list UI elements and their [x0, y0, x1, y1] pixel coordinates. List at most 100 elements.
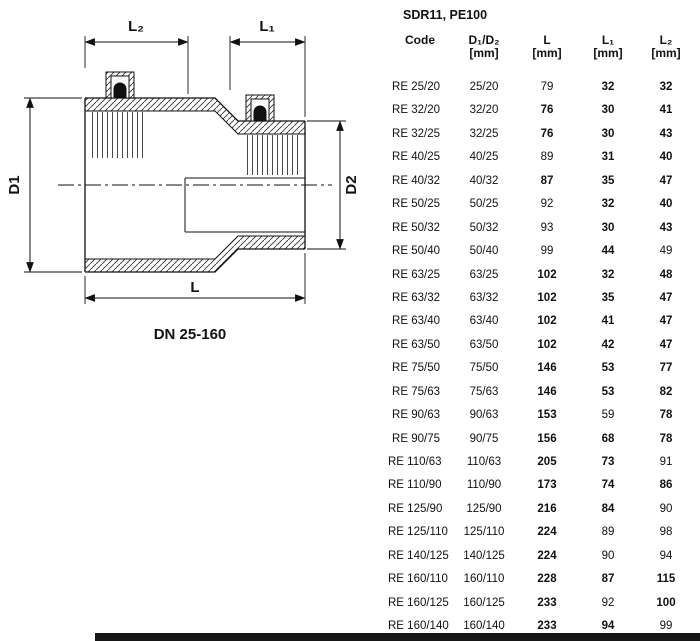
- cell-l1: 30: [601, 221, 615, 234]
- cell-l2: 98: [659, 526, 673, 539]
- cell-code: RE 75/63: [392, 385, 440, 398]
- cell-l: 228: [537, 573, 557, 586]
- cell-l: 146: [537, 362, 557, 375]
- cell-l1: 53: [601, 362, 615, 375]
- cell-l2: 49: [659, 245, 673, 258]
- cell-d1d2: 63/50: [469, 338, 499, 351]
- cell-l: 146: [537, 385, 557, 398]
- reducer-fitting-diagram: L₂ L₁ D1 D2: [0, 0, 392, 360]
- cell-l1: 35: [601, 174, 615, 187]
- cell-l2: 32: [659, 81, 673, 93]
- dim-l2-label: L₂: [128, 18, 144, 35]
- header-l: L [mm]: [516, 34, 578, 60]
- cell-l1: 41: [601, 315, 615, 328]
- cell-d1d2: 25/20: [469, 81, 499, 93]
- header-l2: L₂ [mm]: [638, 34, 694, 60]
- cell-d1d2: 32/25: [469, 127, 499, 140]
- cell-d1d2: 110/63: [466, 456, 502, 468]
- cell-l: 92: [540, 198, 554, 211]
- dim-l: L: [84, 253, 306, 304]
- cell-l: 233: [537, 596, 557, 609]
- header-l-label: L: [543, 33, 551, 47]
- cell-code: RE 75/50: [392, 362, 440, 375]
- cell-l2: 90: [659, 502, 673, 515]
- cell-code: RE 50/40: [392, 245, 440, 258]
- cell-l: 99: [540, 245, 554, 258]
- cell-l2: 40: [659, 151, 673, 164]
- cell-l2: 47: [659, 315, 673, 328]
- cell-l2: 78: [659, 409, 673, 422]
- header-l-unit: [mm]: [532, 46, 562, 60]
- dim-d1: D1: [6, 97, 82, 273]
- cell-d1d2: 110/90: [466, 479, 502, 492]
- cell-code: RE 63/25: [392, 268, 440, 281]
- cell-l2: 43: [659, 221, 673, 234]
- bore-step: [184, 177, 305, 233]
- cell-l1: 84: [601, 502, 615, 515]
- cell-code: RE 90/63: [392, 409, 440, 422]
- cell-code: RE 160/110: [388, 573, 448, 586]
- cell-l1: 30: [601, 104, 615, 117]
- cell-l: 102: [537, 291, 557, 304]
- cell-l2: 43: [659, 127, 673, 140]
- cell-d1d2: 50/25: [469, 198, 499, 211]
- cell-d1d2: 32/20: [469, 104, 499, 117]
- dim-l1-label: L₁: [259, 18, 274, 35]
- cell-l: 76: [540, 104, 554, 117]
- dim-d2-label: D2: [343, 175, 360, 194]
- cell-l2: 82: [659, 385, 673, 398]
- cell-l2: 77: [659, 362, 673, 375]
- cell-l: 224: [537, 526, 557, 539]
- cell-l: 79: [540, 81, 554, 93]
- cell-code: RE 25/20: [392, 81, 440, 93]
- spec-table: SDR11, PE100 Code D₁/D₂ [mm] L [mm] L₁ […: [388, 0, 700, 641]
- cell-l: 93: [540, 221, 554, 234]
- cell-l1: 89: [601, 526, 615, 539]
- cropped-bottom-bar: [95, 633, 700, 641]
- cell-code: RE 63/40: [392, 315, 440, 328]
- cell-l2: 91: [659, 456, 673, 468]
- dn-range-caption: DN 25-160: [154, 326, 227, 343]
- cell-l: 89: [540, 151, 554, 164]
- cell-code: RE 63/32: [392, 291, 440, 304]
- cell-l1: 30: [601, 127, 615, 140]
- cell-l1: 68: [601, 432, 615, 445]
- cell-d1d2: 50/32: [469, 221, 499, 234]
- header-l1-label: L₁: [601, 33, 615, 47]
- cell-l1: 90: [601, 549, 615, 562]
- cell-l2: 78: [659, 432, 673, 445]
- cell-l: 102: [537, 315, 557, 328]
- cell-l: 216: [537, 502, 557, 515]
- cell-code: RE 140/125: [388, 549, 449, 562]
- cell-l: 224: [537, 549, 557, 562]
- header-l1-unit: [mm]: [593, 46, 623, 60]
- cell-code: RE 110/90: [388, 479, 442, 492]
- cell-l1: 42: [601, 338, 615, 351]
- cell-l: 173: [537, 479, 557, 492]
- cell-l2: 99: [659, 620, 673, 633]
- cell-d1d2: 63/25: [469, 268, 499, 281]
- cell-l1: 32: [601, 81, 615, 93]
- cell-l: 76: [540, 127, 554, 140]
- cell-code: RE 50/25: [392, 198, 440, 211]
- header-d1d2: D₁/D₂ [mm]: [452, 34, 516, 60]
- cell-l2: 100: [656, 596, 676, 609]
- cell-code: RE 125/90: [388, 502, 443, 515]
- fusion-coil-right: [243, 135, 299, 175]
- cell-l: 87: [540, 174, 554, 187]
- cell-l1: 32: [601, 268, 615, 281]
- technical-drawing: L₂ L₁ D1 D2: [6, 18, 360, 343]
- cell-code: RE 40/25: [392, 151, 440, 164]
- terminal-pin-left: [105, 71, 135, 99]
- cell-l: 233: [537, 620, 557, 633]
- cell-l2: 48: [659, 268, 673, 281]
- fusion-coil-left: [91, 112, 147, 158]
- cell-d1d2: 75/63: [469, 385, 499, 398]
- cell-d1d2: 160/140: [463, 620, 505, 633]
- cell-l2: 41: [659, 104, 673, 117]
- cell-l: 153: [537, 409, 557, 422]
- dim-l1: L₁: [229, 18, 306, 117]
- cell-l1: 92: [601, 596, 615, 609]
